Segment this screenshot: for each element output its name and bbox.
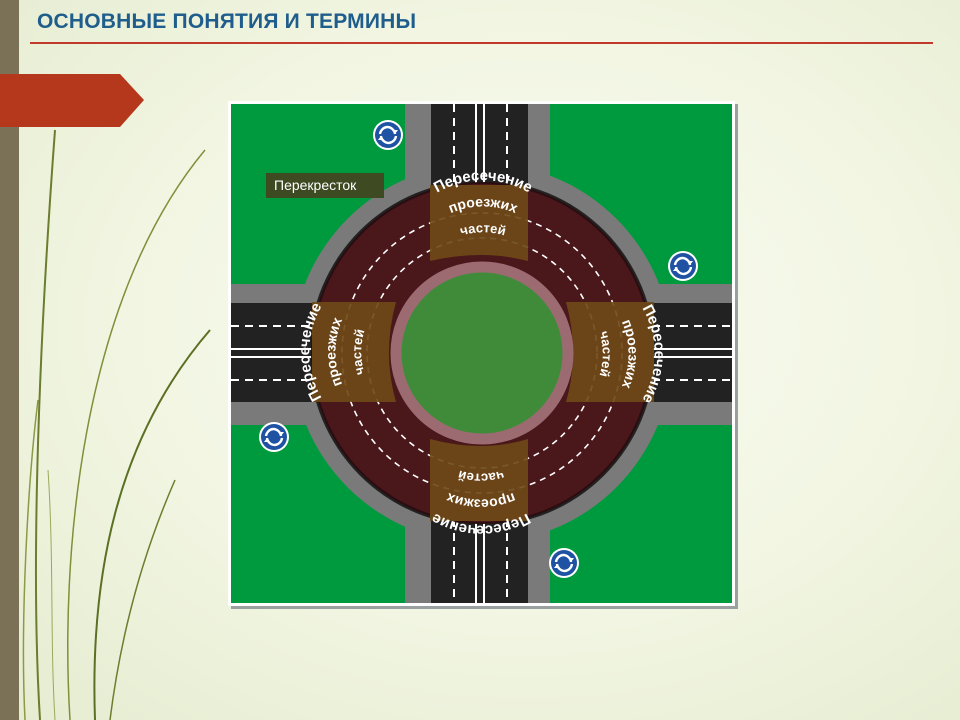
roundabout-sign-icon (257, 420, 291, 454)
crossing-zone-right (566, 302, 654, 402)
zone-bottom-line3: частей (456, 468, 505, 486)
crossing-zone-left (312, 302, 396, 402)
crossing-zone-top (430, 185, 528, 261)
intersection-label: Перекресток (266, 173, 384, 198)
title-tab-arrow (0, 74, 144, 127)
zone-left-line3: частей (349, 327, 367, 376)
zone-right-line3: частей (597, 329, 615, 378)
zone-top-line3: частей (458, 220, 507, 238)
roundabout-sign-icon (547, 546, 581, 580)
crossing-zone-bottom (430, 439, 528, 521)
left-decorative-bar (0, 0, 19, 720)
slide-title: ОСНОВНЫЕ ПОНЯТИЯ И ТЕРМИНЫ (37, 10, 417, 33)
roundabout-sign-icon (371, 118, 405, 152)
roundabout-sign-icon (666, 249, 700, 283)
title-underline (30, 42, 933, 44)
central-island (390, 261, 574, 445)
